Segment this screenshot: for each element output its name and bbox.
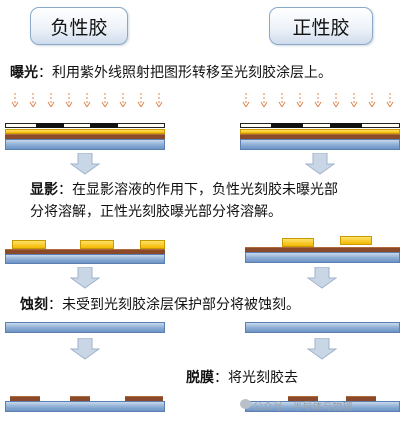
- metal-pattern: [70, 396, 90, 401]
- substrate: [5, 322, 165, 333]
- etch-step-text: 蚀刻：未受到光刻胶涂层保护部分将被蚀刻。: [20, 296, 300, 314]
- substrate: [245, 322, 400, 333]
- etch-title: 蚀刻: [20, 297, 48, 313]
- develop-desc-line2: 分将溶解，正性光刻胶曝光部分将溶解。: [30, 204, 282, 220]
- photoresist-layer: [240, 129, 400, 134]
- develop-step-text-line2: 分将溶解，正性光刻胶曝光部分将溶解。: [30, 203, 282, 221]
- uv-arrow-icon: [11, 93, 19, 107]
- substrate: [5, 401, 165, 412]
- substrate: [240, 139, 400, 150]
- develop-title: 显影: [30, 182, 58, 198]
- positive-resist-header: 正性胶: [269, 7, 373, 45]
- uv-arrow-icon: [332, 93, 340, 107]
- metal-layer: [5, 249, 165, 254]
- metal-layer: [240, 134, 400, 139]
- uv-arrow-icon: [350, 93, 358, 107]
- photomask: [5, 123, 165, 128]
- uv-arrow-icon: [278, 93, 286, 107]
- develop-step-text: 显影：在显影溶液的作用下，负性光刻胶未曝光部: [30, 181, 338, 199]
- negative-resist-header: 负性胶: [30, 7, 128, 45]
- substrate: [5, 139, 165, 150]
- photoresist-layer: [5, 129, 165, 134]
- down-arrow-icon: [70, 153, 100, 175]
- develop-desc-line1: ：在显影溶液的作用下，负性光刻胶未曝光部: [58, 182, 338, 198]
- mask-opaque-region: [36, 123, 64, 128]
- photoresist-pattern: [282, 238, 314, 247]
- uv-arrow-icon: [137, 93, 145, 107]
- uv-arrow-icon: [65, 93, 73, 107]
- metal-pattern: [125, 396, 163, 401]
- down-arrow-icon: [307, 338, 337, 360]
- watermark: 公众号 · 半导体与物理: [253, 402, 353, 413]
- exposure-desc: ：利用紫外线照射把图形转移至光刻胶涂层上。: [38, 65, 332, 81]
- exposure-title: 曝光: [10, 65, 38, 81]
- uv-arrow-icon: [47, 93, 55, 107]
- metal-layer: [5, 134, 165, 139]
- strip-step-text: 脱膜：将光刻胶去: [186, 369, 298, 387]
- uv-arrow-icon: [296, 93, 304, 107]
- uv-arrow-icon: [155, 93, 163, 107]
- photoresist-pattern: [140, 240, 165, 249]
- etch-desc: ：未受到光刻胶涂层保护部分将被蚀刻。: [48, 297, 300, 313]
- metal-pattern: [346, 396, 376, 401]
- uv-arrow-icon: [314, 93, 322, 107]
- photoresist-pattern: [12, 240, 46, 249]
- metal-pattern: [10, 396, 40, 401]
- uv-arrow-icon: [260, 93, 268, 107]
- uv-arrow-icon: [386, 93, 394, 107]
- uv-arrow-icon: [83, 93, 91, 107]
- mask-opaque-region: [330, 123, 362, 128]
- strip-title: 脱膜: [186, 370, 214, 386]
- down-arrow-icon: [70, 267, 100, 289]
- photoresist-pattern: [80, 240, 114, 249]
- down-arrow-icon: [307, 267, 337, 289]
- down-arrow-icon: [305, 153, 335, 175]
- exposure-step-text: 曝光：利用紫外线照射把图形转移至光刻胶涂层上。: [10, 64, 332, 82]
- substrate: [245, 252, 400, 263]
- strip-desc: ：将光刻胶去: [214, 370, 298, 386]
- metal-pattern: [288, 396, 318, 401]
- photomask: [240, 123, 400, 128]
- uv-arrow-icon: [29, 93, 37, 107]
- photoresist-pattern: [340, 236, 372, 245]
- metal-layer: [245, 247, 400, 252]
- substrate: [5, 254, 165, 264]
- mask-opaque-region: [271, 123, 303, 128]
- down-arrow-icon: [70, 338, 100, 360]
- wechat-icon: [240, 399, 251, 409]
- mask-opaque-region: [90, 123, 118, 128]
- uv-arrow-icon: [119, 93, 127, 107]
- uv-arrow-icon: [101, 93, 109, 107]
- uv-arrow-icon: [242, 93, 250, 107]
- uv-arrow-icon: [368, 93, 376, 107]
